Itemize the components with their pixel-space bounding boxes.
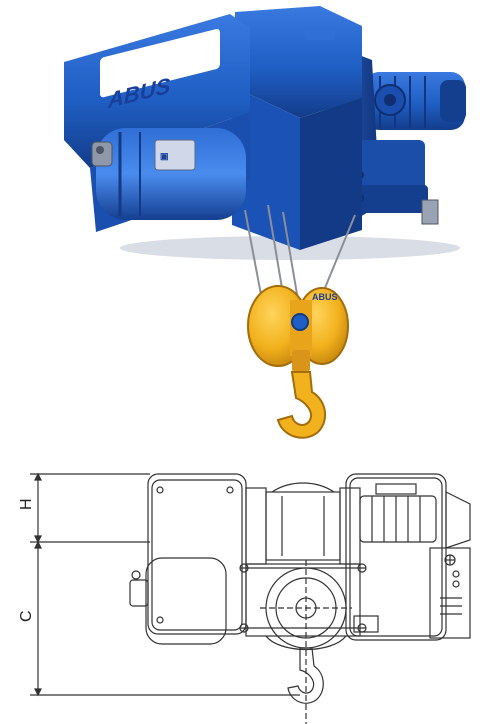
hoist-photo: ABUS 5t ▣ ABUS (64, 6, 466, 439)
drawing-right-housing (345, 473, 471, 641)
capacity-label: 5t (196, 44, 212, 64)
drawing-center-frame (239, 482, 367, 637)
nameplate-icon: ▣ (160, 151, 169, 161)
hook-block: ABUS (247, 285, 349, 372)
dimension-c-label: C (18, 610, 35, 622)
travel-motor (365, 72, 466, 130)
crane-hook (276, 371, 327, 439)
drawing-left-housing (129, 473, 247, 645)
hook-block-mark: ABUS (312, 292, 338, 302)
dimension-lines (30, 472, 300, 697)
drawing-hook-block (260, 560, 352, 724)
dimension-h-label: H (18, 498, 35, 510)
wire-ropes (244, 204, 356, 301)
trolley-frame (232, 6, 362, 250)
rope-drum: ▣ (91, 128, 246, 220)
technical-drawing: H C (18, 472, 471, 724)
